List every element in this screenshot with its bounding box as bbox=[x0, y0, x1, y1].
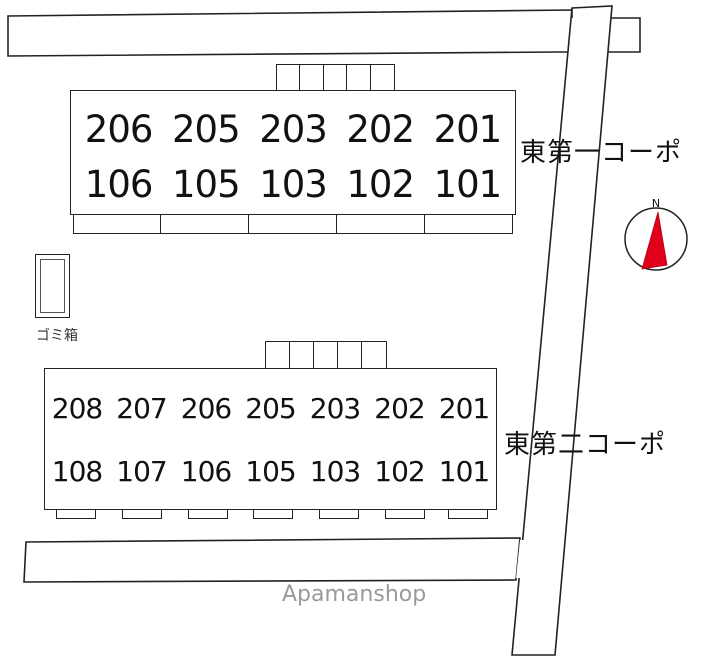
stair-cell bbox=[361, 341, 387, 369]
building-2-name: 東第二コーポ bbox=[504, 430, 667, 460]
unit-number: 205 bbox=[245, 392, 296, 425]
building-2: 208 207 206 205 203 202 201 108 107 106 … bbox=[44, 368, 497, 510]
stair-cell bbox=[299, 64, 325, 91]
building-1-lower-floor: 106 105 103 102 101 bbox=[75, 166, 511, 203]
unit-number: 106 bbox=[180, 455, 232, 488]
compass-icon: N bbox=[622, 197, 690, 281]
watermark: Apamanshop bbox=[282, 582, 427, 607]
unit-number: 201 bbox=[438, 392, 490, 425]
unit-number: 208 bbox=[51, 392, 103, 425]
building-2-upper-floor: 208 207 206 205 203 202 201 bbox=[45, 395, 496, 423]
building-1-stairs bbox=[275, 64, 396, 91]
building-2-lower-floor: 108 107 106 105 103 102 101 bbox=[45, 458, 496, 486]
unit-number: 202 bbox=[374, 392, 425, 425]
balcony bbox=[448, 509, 488, 519]
unit-number: 103 bbox=[259, 163, 328, 206]
balcony bbox=[72, 214, 162, 234]
unit-number: 206 bbox=[180, 392, 232, 425]
unit-number: 105 bbox=[245, 455, 296, 488]
unit-number: 203 bbox=[259, 108, 328, 151]
garbage-box-label: ゴミ箱 bbox=[36, 328, 78, 344]
stair-cell bbox=[370, 64, 396, 91]
balcony bbox=[56, 509, 96, 519]
stair-cell bbox=[346, 64, 372, 91]
balcony bbox=[122, 509, 162, 519]
stair-cell bbox=[336, 341, 363, 369]
unit-number: 102 bbox=[346, 163, 415, 206]
balcony bbox=[253, 509, 293, 519]
balcony bbox=[188, 509, 228, 519]
stair-cell bbox=[264, 341, 291, 369]
balcony bbox=[160, 214, 250, 234]
compass-needle bbox=[641, 211, 668, 270]
unit-number: 105 bbox=[171, 163, 241, 206]
unit-number: 102 bbox=[374, 455, 425, 488]
building-1-name: 東第一コーポ bbox=[520, 138, 683, 168]
unit-number: 103 bbox=[309, 455, 361, 488]
stair-cell bbox=[312, 341, 339, 369]
road-south bbox=[23, 537, 521, 583]
balcony bbox=[336, 214, 426, 234]
compass-north-label: N bbox=[652, 199, 660, 210]
unit-number: 205 bbox=[171, 108, 241, 151]
building-1-balconies bbox=[72, 214, 513, 234]
unit-number: 207 bbox=[116, 392, 167, 425]
balcony bbox=[385, 509, 425, 519]
unit-number: 201 bbox=[433, 108, 503, 151]
building-2-stairs bbox=[264, 341, 387, 369]
building-1-upper-floor: 206 205 203 202 201 bbox=[75, 111, 511, 148]
balcony bbox=[319, 509, 359, 519]
stair-cell bbox=[322, 64, 348, 91]
garbage-box bbox=[35, 254, 70, 318]
stair-cell bbox=[275, 64, 301, 91]
building-1: 206 205 203 202 201 106 105 103 102 101 bbox=[70, 90, 516, 215]
road-east bbox=[511, 5, 613, 656]
unit-number: 206 bbox=[84, 108, 154, 151]
balcony bbox=[248, 214, 338, 234]
unit-number: 202 bbox=[346, 108, 415, 151]
unit-number: 107 bbox=[116, 455, 167, 488]
road-north bbox=[7, 9, 641, 57]
unit-number: 101 bbox=[433, 163, 503, 206]
unit-number: 106 bbox=[84, 163, 154, 206]
unit-number: 203 bbox=[309, 392, 361, 425]
unit-number: 101 bbox=[438, 455, 490, 488]
balcony bbox=[423, 214, 513, 234]
unit-number: 108 bbox=[51, 455, 103, 488]
stair-cell bbox=[288, 341, 315, 369]
